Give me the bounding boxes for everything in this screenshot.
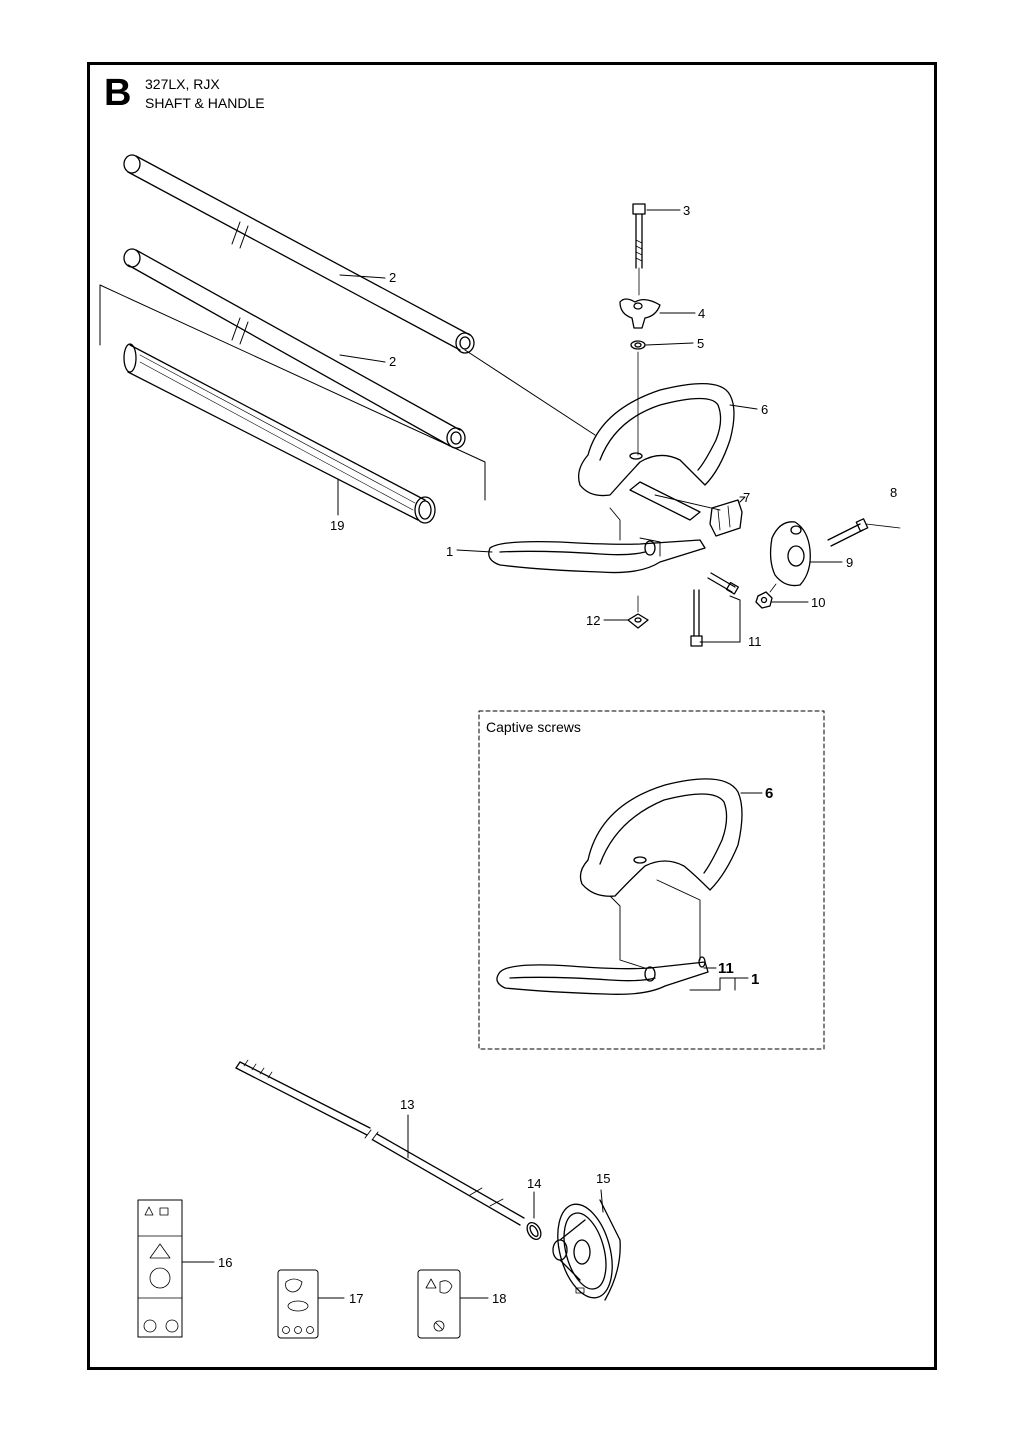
callout-18: 18 [492,1291,506,1306]
model-label: 327LX, RJX [145,76,220,92]
callout-12: 12 [586,613,600,628]
handle-bracket-9 [769,521,811,593]
callout-17: 17 [349,1291,363,1306]
callout-14: 14 [527,1176,541,1191]
wing-knob-4 [619,298,661,329]
inset-loop-handle [579,778,743,969]
clutch-drum-15 [552,1189,621,1301]
callout-15: 15 [596,1171,610,1186]
inset-frame [478,710,825,1050]
callout-1: 1 [446,544,453,559]
callout-11: 11 [748,634,762,649]
inset-leaders [689,792,763,991]
inset-callout-11: 11 [718,960,734,977]
loop-handle-6 [577,382,735,541]
callout-3: 3 [683,203,690,218]
callout-9: 9 [846,555,853,570]
callout-10: 10 [811,595,825,610]
section-title: SHAFT & HANDLE [145,95,265,111]
clamp-7 [709,499,743,537]
leader-lines-upper [337,209,843,643]
screw-8 [827,518,901,547]
decal-16 [137,1199,215,1338]
decal-17 [277,1269,345,1339]
callout-13: 13 [400,1097,414,1112]
callout-16: 16 [218,1255,232,1270]
callout-7: 7 [743,490,750,505]
inset-callout-1: 1 [751,971,759,988]
inset-callout-6: 6 [765,785,773,802]
o-ring-14 [526,1191,542,1241]
callout-19: 19 [330,518,344,533]
decal-18 [417,1269,489,1339]
inset-lower-bar [496,956,709,995]
callout-2-upper: 2 [389,270,396,285]
section-letter: B [104,72,132,114]
square-nut-12 [627,595,649,629]
callout-2-lower: 2 [389,354,396,369]
callout-8: 8 [890,485,897,500]
shaft-tube-upper [123,154,596,436]
nut-10 [755,591,773,609]
callout-6: 6 [761,402,768,417]
screw-11 [690,572,739,647]
grip-sleeve [123,343,436,524]
lower-handle-bar-1 [488,537,706,574]
inset-title: Captive screws [486,719,581,735]
callout-5: 5 [697,336,704,351]
callout-4: 4 [698,306,705,321]
diagram-frame [87,62,937,1370]
bolt-3 [632,203,646,296]
washer-5 [630,340,646,456]
shaft-tube-lower [123,248,466,449]
drive-shaft-13 [235,1059,525,1226]
